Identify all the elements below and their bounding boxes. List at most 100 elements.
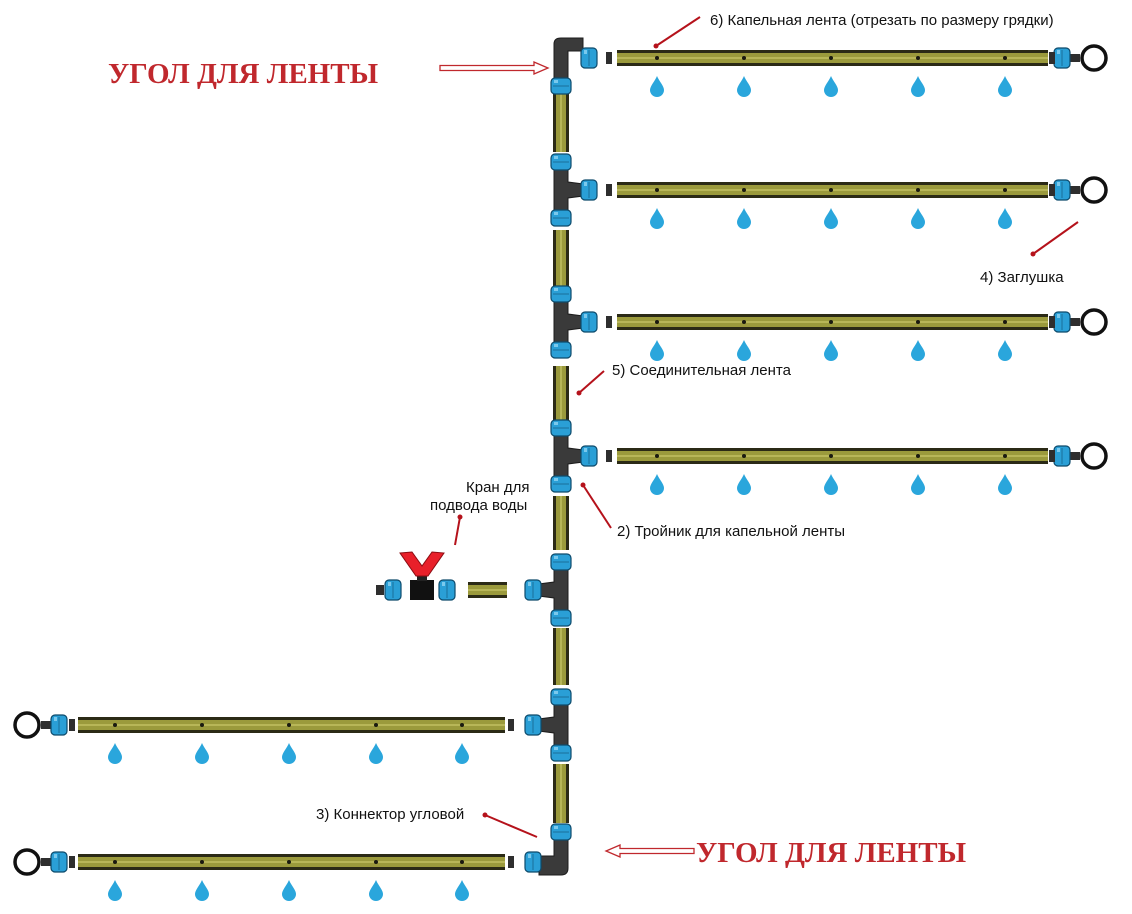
tee-nut-bottom [550,744,572,762]
tee-nut-side [580,179,598,201]
tee-fitting [553,433,584,479]
tee-nut-top [550,688,572,706]
tee-fitting [538,702,569,748]
water-drop-icon [824,76,838,97]
drip-tape-branch [78,854,505,870]
valve-tape [468,582,507,598]
water-drop-icon [737,208,751,229]
drip-tape-branch [617,50,1048,66]
tee-nut-side [524,579,542,601]
water-drop-icon [998,208,1012,229]
tee-nut-top [550,419,572,437]
pointer-line [1032,221,1079,255]
end-plug-icon [13,848,51,876]
tee-label: 2) Тройник для капельной ленты [617,523,845,540]
corner-nut-bottom [550,77,572,95]
valve-inlet [376,585,384,595]
tee-nut-bottom [550,475,572,493]
tee-fitting [553,167,584,213]
water-drop-icon [911,340,925,361]
connecting-tape-label: 5) Соединительная лента [612,362,792,379]
end-plug-icon [1070,44,1108,72]
water-drop-icon [108,880,122,901]
pipe-layer [78,50,1048,870]
pointer-line [578,370,605,394]
tee-nut-side [580,445,598,467]
connecting-tape-segment [553,628,569,685]
pointer-dot [580,482,586,488]
pointer-line [454,516,461,546]
water-drop-icon [650,340,664,361]
tee-nut-top [550,553,572,571]
corner-heading-top: УГОЛ ДЛЯ ЛЕНТЫ [108,58,378,90]
water-drop-icon [282,880,296,901]
pointer-dot [482,812,488,818]
plug-label: 4) Заглушка [980,269,1064,286]
pointer-dot [653,43,659,49]
pointer-dot [457,514,463,520]
tee-nut-side [524,714,542,736]
water-drop-icon [369,880,383,901]
tee-nut-bottom [550,341,572,359]
drip-tape-branch [617,448,1048,464]
tee-nut-side [580,311,598,333]
connecting-tape-segment [553,764,569,823]
water-drop-icon [911,208,925,229]
fitting-layer [13,37,1108,876]
water-drop-icon [911,76,925,97]
drip-tape-branch [617,314,1048,330]
end-plug-icon [13,711,51,739]
tee-nut-bottom [550,609,572,627]
pointer-dot [1030,251,1036,257]
pointer-dot [576,390,582,396]
plug-nut [1053,47,1071,69]
pointer-line [655,16,701,47]
tee-nut-top [550,153,572,171]
corner-connector [553,37,584,81]
arrow-icon [604,844,695,858]
tee-nut-bottom [550,209,572,227]
water-drop-icon [998,474,1012,495]
pointer-line [484,814,538,838]
drop-layer [108,76,1012,901]
corner-connector [538,835,569,876]
corner-heading-bottom: УГОЛ ДЛЯ ЛЕНТЫ [696,837,966,869]
end-plug-icon [1070,176,1108,204]
water-drop-icon [455,880,469,901]
drip-tape-branch [78,717,505,733]
water-drop-icon [650,208,664,229]
connecting-tape-segment [553,496,569,550]
water-drop-icon [737,76,751,97]
water-drop-icon [824,340,838,361]
water-drop-icon [369,743,383,764]
drip-tape-branch [617,182,1048,198]
water-drop-icon [650,76,664,97]
water-drop-icon [998,76,1012,97]
water-drop-icon [998,340,1012,361]
arrow-icon [439,61,550,75]
tee-fitting-valve [538,567,569,613]
corner-nut-side [524,851,542,873]
plug-nut [1053,445,1071,467]
water-drop-icon [650,474,664,495]
connecting-tape-segment [553,230,569,290]
plug-nut [1053,179,1071,201]
valve-nut-left [384,579,402,601]
water-drop-icon [195,743,209,764]
water-drop-icon [824,474,838,495]
tee-fitting [553,299,584,345]
water-drop-icon [737,474,751,495]
water-drop-icon [911,474,925,495]
tee-nut-top [550,285,572,303]
pointer-layer [439,16,1079,858]
water-drop-icon [737,340,751,361]
plug-nut [50,851,68,873]
valve-label-line1: Кран для [466,479,530,496]
valve-handle-icon [399,551,445,577]
valve-label-line2: подвода воды [430,497,527,514]
plug-nut [50,714,68,736]
corner-connector-label: 3) Коннектор угловой [316,806,464,823]
pointer-line [582,484,612,529]
water-drop-icon [824,208,838,229]
